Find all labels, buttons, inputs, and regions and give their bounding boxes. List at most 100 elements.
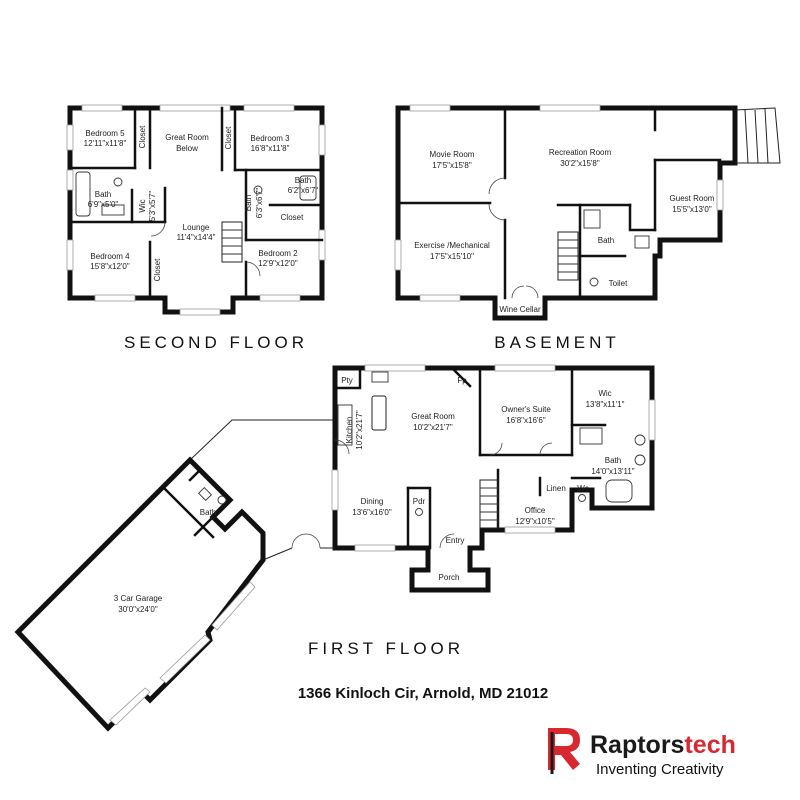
closet-label: Closet xyxy=(153,258,162,281)
door-swing xyxy=(488,177,506,195)
porch-label: Porch xyxy=(439,573,460,582)
bath-dim: 6'9"x5'0" xyxy=(88,200,119,209)
brand-name-part2: tech xyxy=(684,731,735,759)
tub xyxy=(605,479,633,503)
basement-outer-wall xyxy=(395,105,738,321)
recreation-room-label: Recreation Room xyxy=(549,148,612,157)
great-room-below-label: Great Room xyxy=(165,133,209,142)
basement-labels: Movie Room 17'5"x15'8" Recreation Room 3… xyxy=(414,148,715,314)
brand-tagline: Inventing Creativity xyxy=(596,761,724,778)
first-floor-outer-wall xyxy=(332,365,655,593)
shower xyxy=(579,427,603,445)
closet-label: Closet xyxy=(138,125,147,148)
lounge-dim: 11'4"x14'4" xyxy=(177,233,216,242)
interior-wall xyxy=(333,366,362,390)
interior-wall xyxy=(406,486,432,550)
toilet xyxy=(578,494,586,502)
wic-dim: 5'3"x5'7" xyxy=(148,191,157,222)
door-swing xyxy=(489,442,503,456)
closet-label: Closet xyxy=(224,126,233,149)
sink xyxy=(634,434,646,446)
exterior-steps xyxy=(734,107,781,164)
sink xyxy=(197,486,213,502)
wic-label: Wic xyxy=(138,199,147,212)
great-room-below-sub: Below xyxy=(176,144,198,153)
window xyxy=(318,229,326,261)
window xyxy=(81,104,123,112)
door-swing xyxy=(511,285,525,299)
stair-treads xyxy=(558,239,578,273)
lounge-label: Lounge xyxy=(183,223,210,232)
door-swing xyxy=(245,261,261,277)
guest-room-dim: 15'5"x13'0" xyxy=(672,205,712,214)
owners-suite-label: Owner's Suite xyxy=(501,405,551,414)
exercise-room-dim: 17'5"x15'10" xyxy=(430,252,474,261)
powder-toilet xyxy=(415,508,423,516)
breezeway-doors xyxy=(291,533,321,549)
bath-label: Bath xyxy=(244,195,253,211)
bedroom2-label: Bedroom 2 xyxy=(258,249,298,258)
bath-label: Bath xyxy=(95,190,111,199)
first-floor-labels: Pty Fp Kitchen 10'2"x21'7" Great Room 10… xyxy=(114,376,635,614)
window xyxy=(259,294,301,302)
kitchen-dim: 10'2"x21'7" xyxy=(355,410,364,450)
toilet xyxy=(113,177,123,187)
exercise-room-label: Exercise /Mechanical xyxy=(414,241,490,250)
second-floor-labels: Bedroom 5 12'11"x11'8" Closet Great Room… xyxy=(84,125,319,281)
wc-label: Wc xyxy=(577,484,589,493)
sink xyxy=(634,454,646,466)
stove xyxy=(371,371,389,383)
garage-plan xyxy=(14,456,266,732)
interior-wall xyxy=(193,515,215,537)
window xyxy=(504,526,556,534)
powder-room-label: Pdr xyxy=(413,497,426,506)
window xyxy=(364,364,426,372)
movie-room-dim: 17'5"x15'8" xyxy=(432,161,472,170)
bedroom3-label: Bedroom 3 xyxy=(250,134,290,143)
basement-plan xyxy=(394,104,781,321)
bedroom4-dim: 15'8"x12'0" xyxy=(90,262,130,271)
brand-name: Raptorstech xyxy=(590,731,736,759)
window xyxy=(243,104,295,112)
raptorstech-logo-mark xyxy=(548,728,580,774)
office-dim: 12'9"x10'5" xyxy=(515,517,555,526)
master-bath-dim: 14'0"x13'11" xyxy=(591,467,634,476)
garage-door xyxy=(109,687,151,726)
window xyxy=(331,469,339,511)
bedroom4-label: Bedroom 4 xyxy=(90,252,130,261)
kitchen-label: Kitchen xyxy=(345,417,354,444)
garage-label: 3 Car Garage xyxy=(114,594,163,603)
toilet xyxy=(217,495,227,505)
guest-room-label: Guest Room xyxy=(670,194,715,203)
sink xyxy=(634,235,650,249)
window xyxy=(179,308,221,316)
bath-dim: 6'3"x6'7" xyxy=(255,188,264,219)
pantry-label: Pty xyxy=(341,376,353,385)
breezeway xyxy=(189,419,335,561)
tub xyxy=(75,171,91,217)
first-floor-title: FIRST FLOOR xyxy=(308,639,464,658)
window xyxy=(318,124,326,156)
interior-wall xyxy=(450,366,472,388)
window xyxy=(159,104,231,112)
bedroom5-dim: 12'11"x11'8" xyxy=(84,139,127,148)
window xyxy=(66,124,74,151)
kitchen-island xyxy=(371,395,387,431)
garage-bath-label: Bath xyxy=(200,508,216,517)
toilet xyxy=(589,277,599,287)
interior-wall xyxy=(188,468,202,482)
garage-door xyxy=(211,581,256,631)
door-swing xyxy=(488,203,506,221)
bedroom3-dim: 16'8"x11'8" xyxy=(251,144,290,153)
owners-suite-dim: 16'8"x16'6" xyxy=(506,416,546,425)
toilet-label: Toilet xyxy=(609,279,628,288)
stair-treads xyxy=(480,487,498,521)
kitchen-counter xyxy=(337,404,353,446)
shower xyxy=(583,209,601,229)
bath-dim: 6'2"x6'7" xyxy=(288,186,319,195)
door-swing xyxy=(525,285,539,299)
brand-name-part1: Raptors xyxy=(590,731,684,759)
window xyxy=(716,179,724,211)
window xyxy=(66,239,74,271)
